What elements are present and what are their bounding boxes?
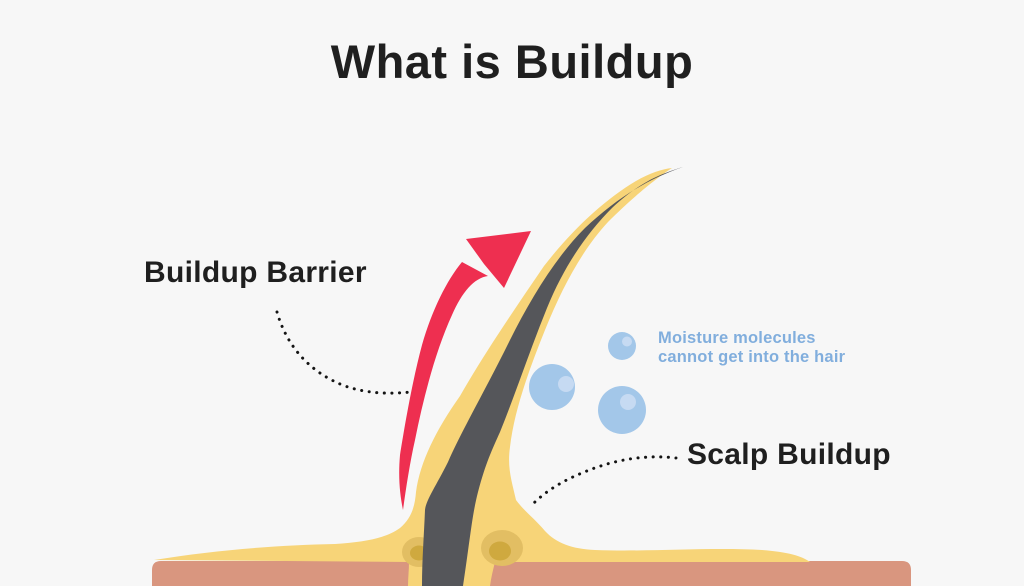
dotted-connector-barrier <box>275 310 413 395</box>
molecule-highlight <box>622 336 632 347</box>
moisture-molecule <box>608 332 636 360</box>
arrow-head <box>466 231 531 288</box>
hair-strand <box>422 167 683 586</box>
skin-layer <box>152 561 911 586</box>
caption-line-1: Moisture molecules <box>658 329 816 347</box>
barrier-arrow <box>399 231 531 510</box>
page-title: What is Buildup <box>330 35 694 88</box>
caption-line-2: cannot get into the hair <box>658 348 846 366</box>
moisture-molecule <box>529 364 575 410</box>
molecule-highlight <box>620 394 636 410</box>
moisture-molecule <box>598 386 646 434</box>
arrow-shaft <box>399 262 488 510</box>
dotted-connector-scalp <box>528 455 678 509</box>
sebum-buildup-layer <box>154 168 810 586</box>
caption-moisture: Moisture molecules cannot get into the h… <box>658 329 845 367</box>
buildup-blob-right-core <box>489 541 511 561</box>
label-scalp-buildup: Scalp Buildup <box>687 438 891 471</box>
moisture-molecules <box>529 332 646 434</box>
label-buildup-barrier: Buildup Barrier <box>144 256 367 289</box>
molecule-highlight <box>558 376 574 392</box>
